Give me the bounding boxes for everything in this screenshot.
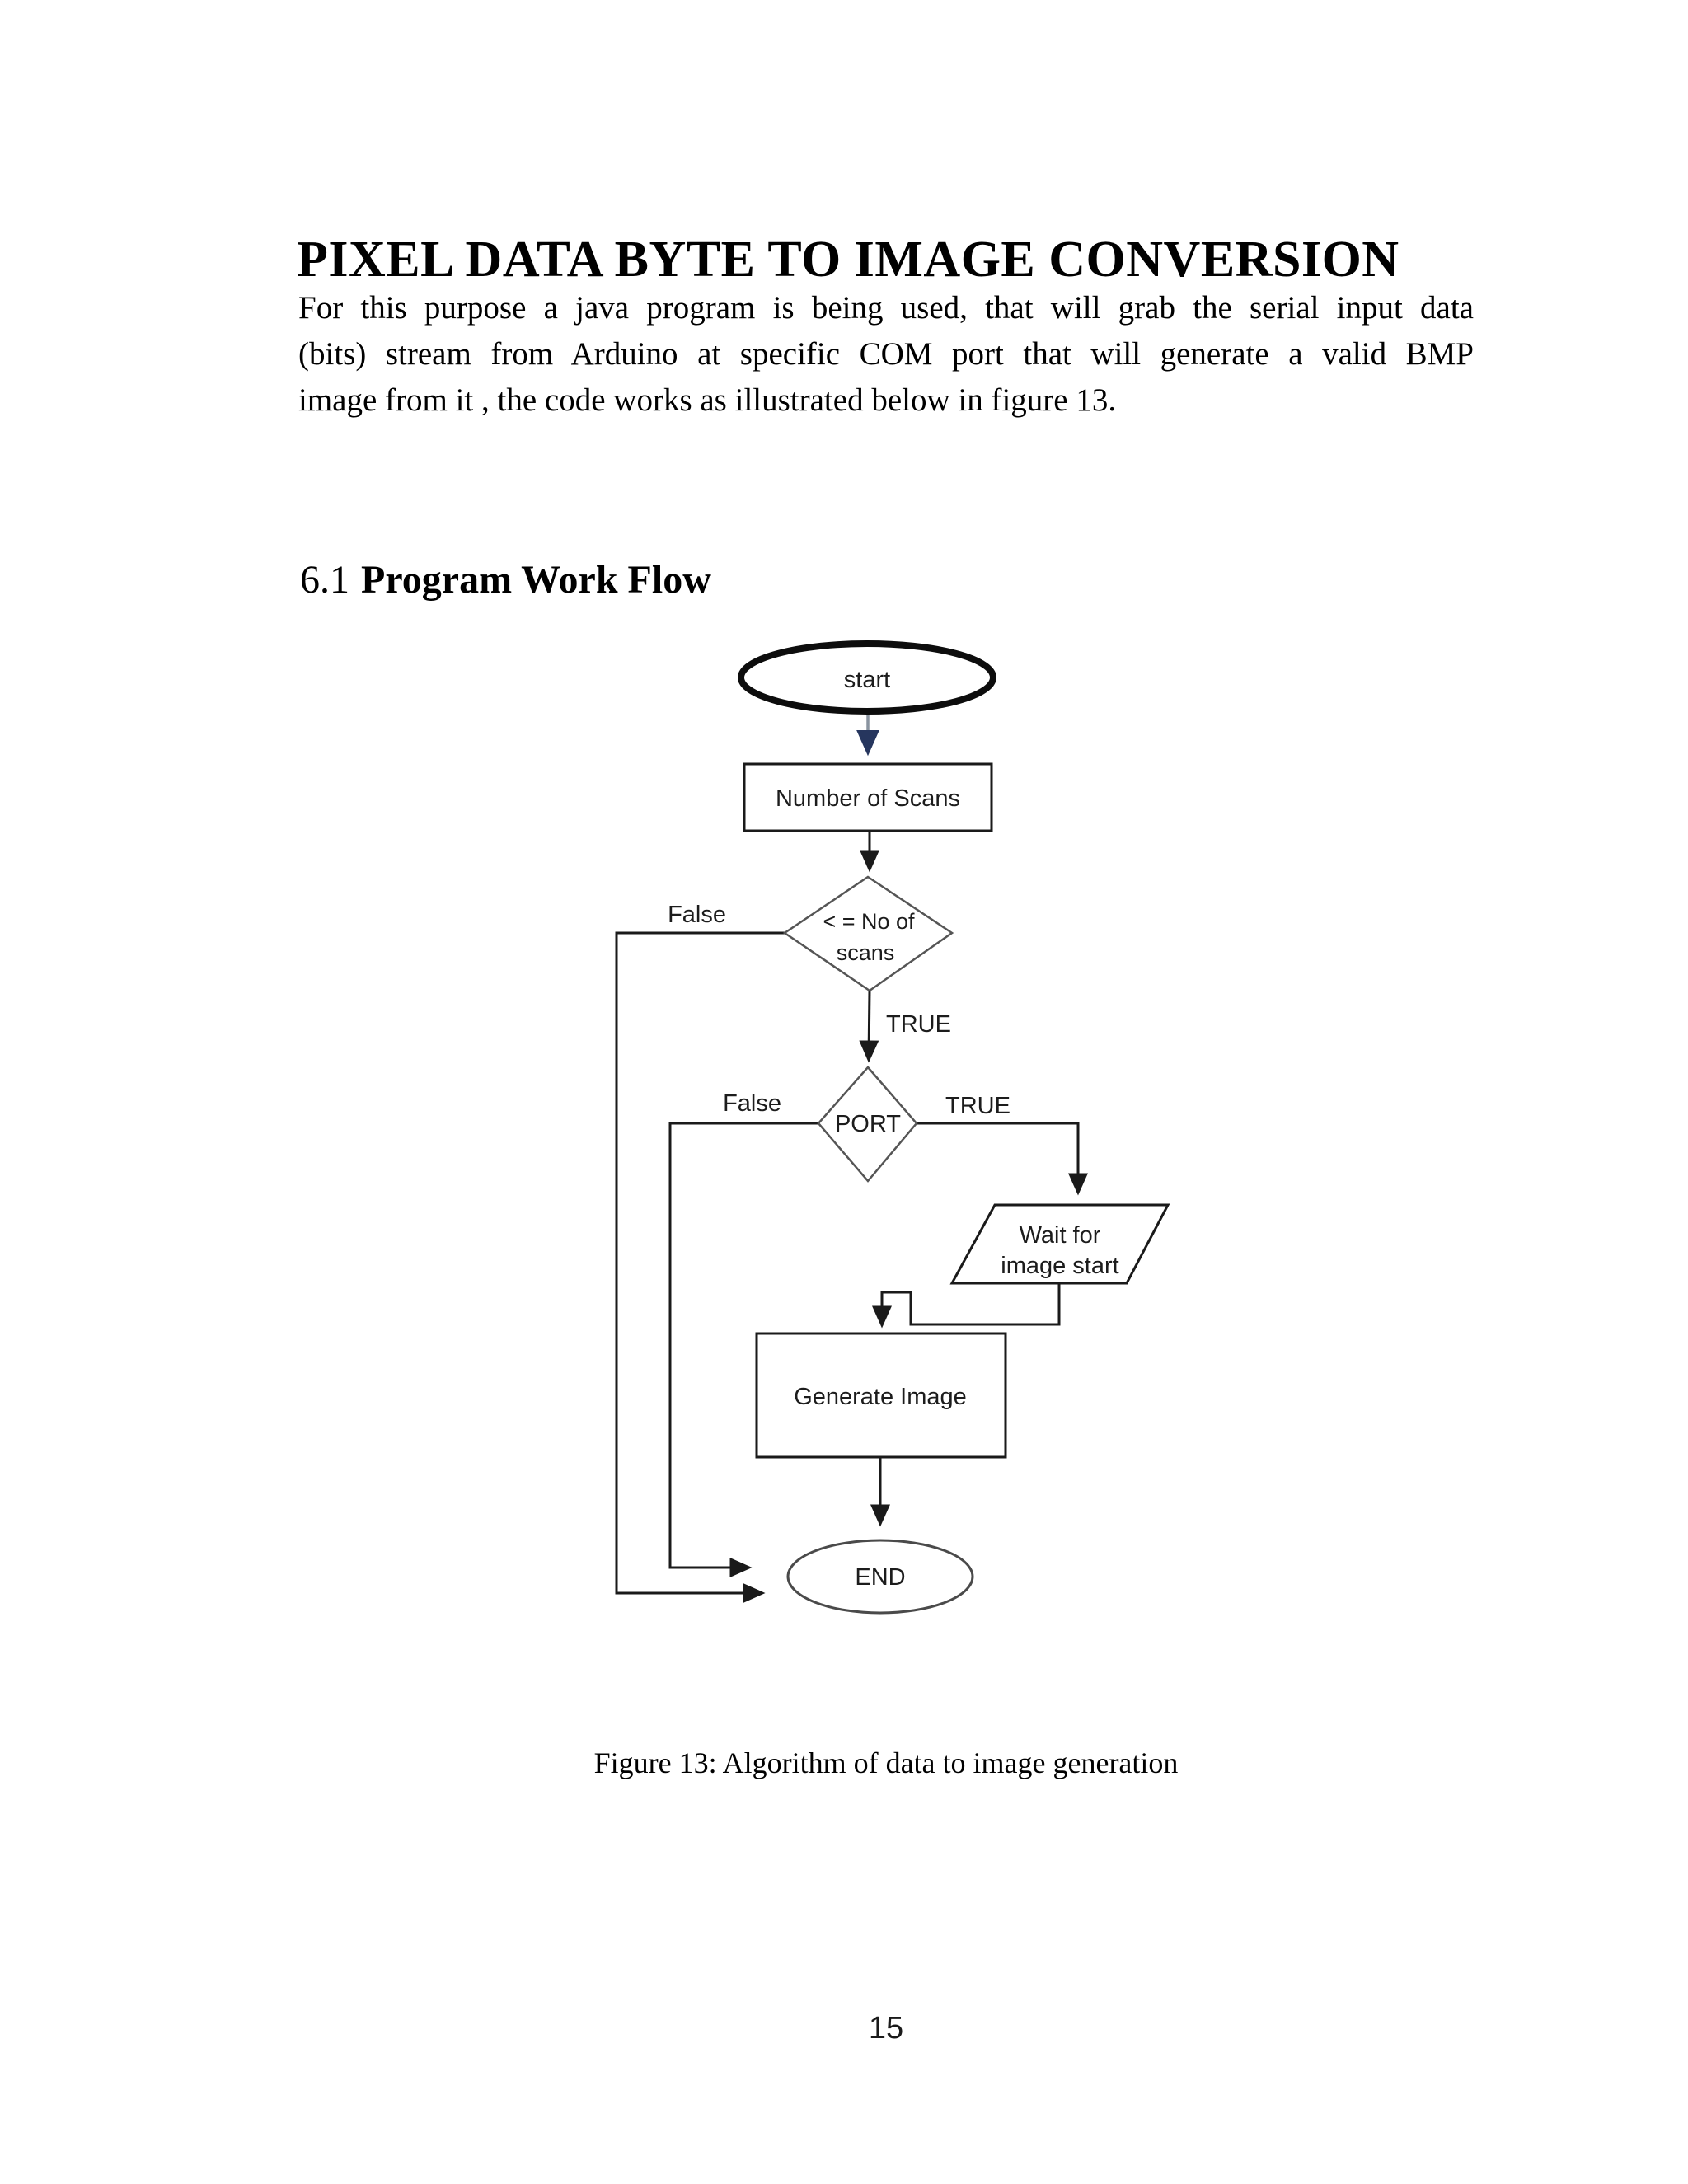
port-false-label: False xyxy=(723,1090,781,1117)
wait-node-label-line2: image start xyxy=(1001,1253,1118,1279)
figure-caption: Figure 13: Algorithm of data to image ge… xyxy=(593,1746,1179,1779)
flowchart-figure: start Number of Scans < = No of scans PO… xyxy=(615,640,1170,1615)
start-node xyxy=(738,640,996,715)
scan-false-label: False xyxy=(668,902,726,928)
page-number: 15 xyxy=(868,2011,904,2046)
edge-port-false-to-end xyxy=(668,1122,818,1577)
section-number: 6.1 xyxy=(300,558,349,602)
edge-port-true-to-wait xyxy=(917,1122,1088,1196)
number-of-scans-node xyxy=(743,762,993,832)
scan-decision-label-line2: scans xyxy=(837,940,895,965)
port-true-label: TRUE xyxy=(945,1093,1010,1119)
wait-node-label-line1: Wait for xyxy=(1020,1222,1101,1249)
page-title: PIXEL DATA BYTE TO IMAGE CONVERSION xyxy=(297,231,1400,288)
paragraph-line: For this purpose a java program is being… xyxy=(298,290,1474,326)
scan-decision-label-line1: < = No of xyxy=(823,909,915,934)
scan-decision-node xyxy=(782,875,954,992)
paragraph-line: image from it , the code works as illust… xyxy=(298,382,1117,418)
port-decision-label: PORT xyxy=(835,1111,901,1137)
paragraph-line: (bits) stream from Arduino at specific C… xyxy=(298,336,1474,372)
number-of-scans-label: Number of Scans xyxy=(776,785,960,812)
section-title: Program Work Flow xyxy=(361,558,711,602)
edge-wait-to-generate xyxy=(872,1283,1061,1329)
edge-scandecision-false-to-end xyxy=(615,931,785,1603)
start-node-label: start xyxy=(844,667,890,693)
scan-true-label: TRUE xyxy=(886,1011,951,1038)
wait-for-image-start-node xyxy=(950,1203,1170,1285)
generate-image-node xyxy=(755,1332,1007,1459)
end-node xyxy=(786,1539,974,1615)
generate-image-label: Generate Image xyxy=(794,1384,967,1410)
intro-paragraph: For this purpose a java program is being… xyxy=(298,285,1474,424)
port-decision-node xyxy=(817,1066,918,1183)
end-node-label: END xyxy=(855,1564,905,1591)
section-heading: 6.1 Program Work Flow xyxy=(300,557,1289,602)
edge-scandecision-true-to-port xyxy=(859,990,879,1063)
